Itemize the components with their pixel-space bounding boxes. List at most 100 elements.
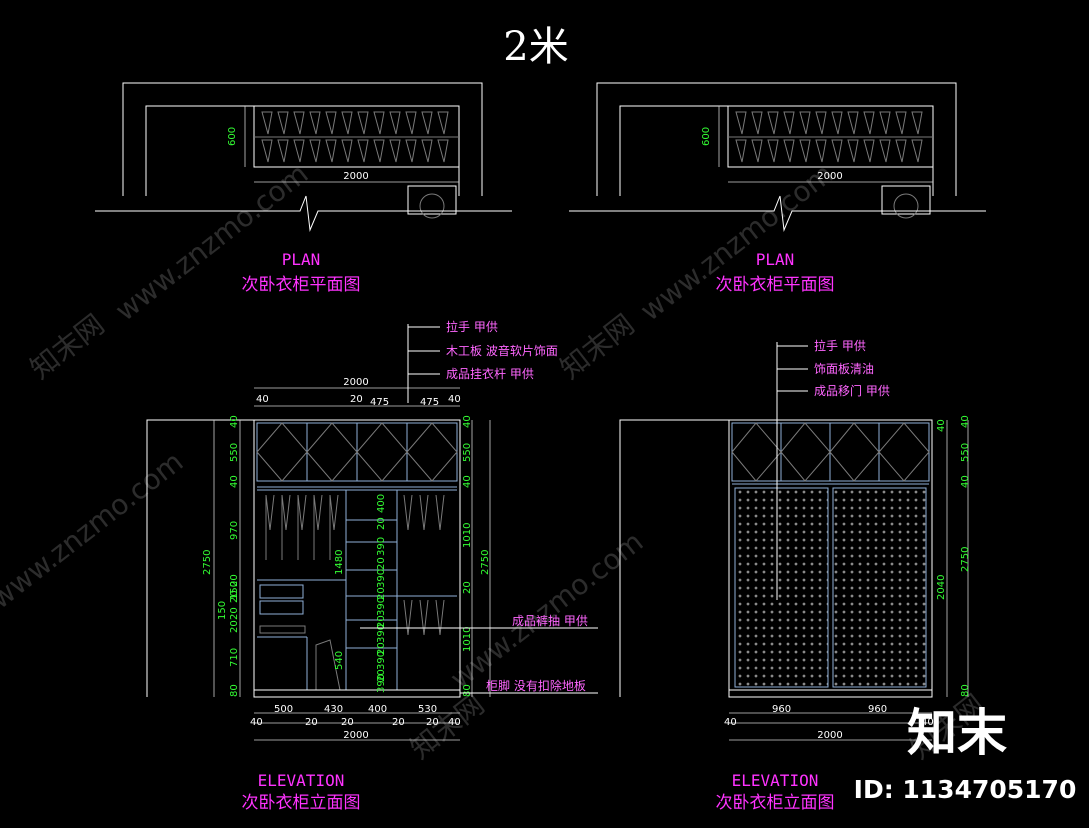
dim-left: 2040 (936, 575, 947, 600)
annotation-label: 木工板 波音软片饰面 (446, 343, 558, 358)
watermark-text: www.znzmo.com (109, 157, 314, 328)
dim-middle: 20 (376, 557, 387, 570)
dim-right-total: 2750 (480, 550, 491, 575)
dim-middle: 20 (376, 587, 387, 600)
dim-left: 150 (217, 601, 228, 620)
annotation-label: 成品移门 甲供 (814, 383, 890, 398)
dim-left: 710 (229, 648, 240, 667)
annotation-label: 成品裤抽 甲供 (512, 614, 588, 628)
annotation-label: 拉手 甲供 (446, 319, 498, 334)
dim-right: 2750 (960, 547, 971, 572)
dim-middle: 390 (376, 674, 387, 693)
elevation-label-en: ELEVATION (732, 771, 819, 790)
elevation-label-cn: 次卧衣柜立面图 (242, 793, 361, 813)
dim-middle: 390 (376, 569, 387, 588)
dim-right: 40 (960, 475, 971, 488)
annotation-label: 拉手 甲供 (814, 338, 866, 353)
dim-middle: 390 (376, 537, 387, 556)
dim-right: 80 (462, 684, 473, 697)
dim-bottom: 960 (772, 704, 791, 715)
dim-bottom: 40 (448, 717, 461, 728)
dim-depth: 600 (227, 127, 238, 146)
dim-left: 20 (229, 574, 240, 587)
dim-depth: 600 (701, 127, 712, 146)
dim-right: 550 (960, 443, 971, 462)
dim-hang: 540 (334, 651, 345, 670)
annotation-label: 柜脚 没有扣除地板 (486, 678, 586, 693)
dim-left: 20 (229, 590, 240, 603)
sliding-door-left (734, 487, 829, 688)
dim-bottom: 20 (426, 717, 439, 728)
hanging-clothes-elevation (265, 494, 445, 636)
dim-left: 20 (229, 620, 240, 633)
dim-top: 40 (256, 394, 269, 405)
dim-bottom-total: 2000 (343, 730, 368, 741)
dim-right: 1010 (462, 627, 473, 652)
dim-bottom: 20 (305, 717, 318, 728)
watermark-text: 知末网 (554, 308, 641, 386)
dim-top: 20 (350, 394, 363, 405)
dim-left: 40 (936, 419, 947, 432)
dim-left: 20 (229, 607, 240, 620)
dim-right: 40 (462, 415, 473, 428)
dim-bottom: 960 (868, 704, 887, 715)
plan-label-en: PLAN (756, 250, 795, 269)
plan-label-cn: 次卧衣柜平面图 (242, 275, 361, 295)
dim-right: 550 (462, 443, 473, 462)
plan-view-right: 600 2000 PLAN 次卧衣柜平面图 (569, 82, 986, 295)
dim-middle: 20 (376, 642, 387, 655)
elevation-left: 2000 40 20 475 475 40 500 430 400 530 40… (146, 319, 598, 813)
dim-right: 40 (462, 475, 473, 488)
plan-view-left: 600 2000 PLAN 次卧衣柜平面图 (95, 82, 512, 295)
dim-middle: 400 (376, 494, 387, 513)
dim-right: 20 (462, 581, 473, 594)
plan-label-cn: 次卧衣柜平面图 (716, 275, 835, 295)
dim-bottom: 20 (341, 717, 354, 728)
watermark-text: www.znzmo.com (444, 525, 649, 696)
elevation-label-en: ELEVATION (258, 771, 345, 790)
page-title: 2米 (503, 24, 568, 70)
dim-bottom-total: 2000 (817, 730, 842, 741)
dim-top: 40 (448, 394, 461, 405)
dim-left: 40 (229, 475, 240, 488)
dim-middle: 20 (376, 615, 387, 628)
dim-left: 40 (229, 415, 240, 428)
watermark-text: www.znzmo.com (0, 445, 189, 616)
dim-bottom: 500 (274, 704, 293, 715)
sliding-door-right (832, 487, 927, 688)
dim-left: 80 (229, 684, 240, 697)
hanging-clothes-plan (261, 111, 449, 163)
elevation-right: 960 960 40 40 2000 40 2040 40 550 40 275… (619, 338, 971, 813)
dim-right: 1010 (462, 523, 473, 548)
dim-bottom: 20 (392, 717, 405, 728)
dim-top: 475 (420, 397, 439, 408)
dim-bottom: 530 (418, 704, 437, 715)
dim-width: 2000 (343, 171, 368, 182)
dim-middle: 390 (376, 624, 387, 643)
image-id-label: ID: 1134705170 (854, 775, 1077, 804)
watermark-text: 知末网 (24, 308, 111, 386)
dim-middle: 390 (376, 651, 387, 670)
dim-middle: 20 (376, 517, 387, 530)
dim-top-total: 2000 (343, 377, 368, 388)
annotation-label: 饰面板清油 (814, 362, 874, 376)
plan-label-en: PLAN (282, 250, 321, 269)
dim-left: 150 (229, 581, 240, 600)
annotation-label: 成品挂衣杆 甲供 (446, 366, 534, 381)
dim-bottom: 430 (324, 704, 343, 715)
dim-left-total: 2750 (202, 550, 213, 575)
dim-width: 2000 (817, 171, 842, 182)
dim-bottom: 400 (368, 704, 387, 715)
elevation-label-cn: 次卧衣柜立面图 (716, 793, 835, 813)
brand-logo-text: 知末 (907, 704, 1007, 762)
dim-bottom: 40 (724, 717, 737, 728)
dim-right: 40 (960, 415, 971, 428)
dim-top: 475 (370, 397, 389, 408)
dim-middle: 390 (376, 597, 387, 616)
dim-hang: 1480 (334, 550, 345, 575)
dim-bottom: 40 (921, 717, 934, 728)
dim-bottom: 40 (250, 717, 263, 728)
dim-left: 970 (229, 521, 240, 540)
dim-left: 550 (229, 443, 240, 462)
